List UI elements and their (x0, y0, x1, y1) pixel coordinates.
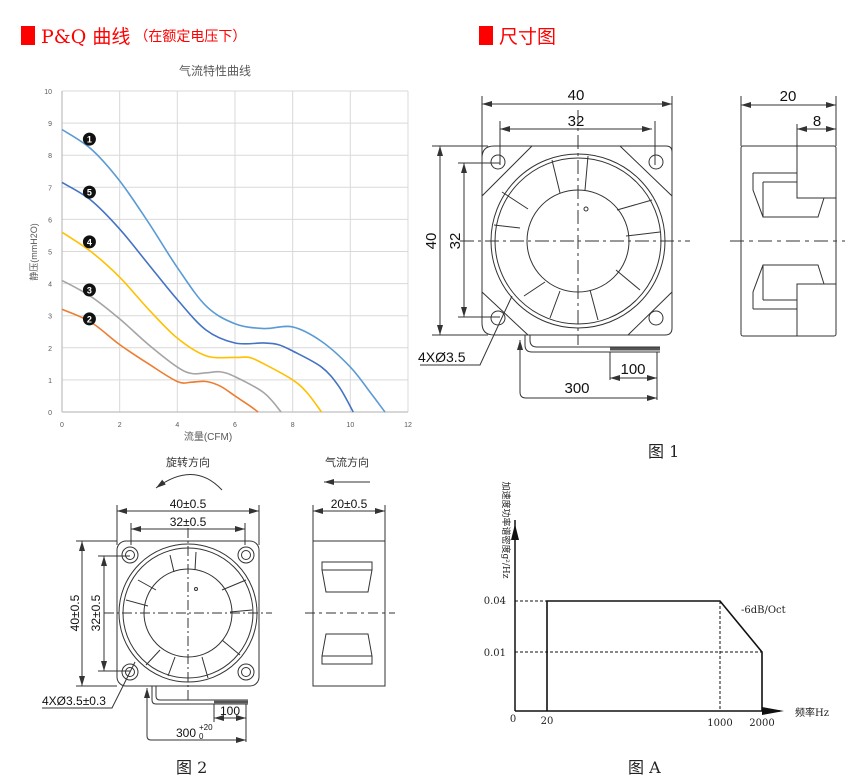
dim-holes: 4XØ3.5 (418, 349, 466, 365)
x-tick-label: 0 (60, 422, 64, 429)
figure2-caption: 图 2 (176, 758, 208, 777)
pq-section-title: P&Q 曲线 （在额定电压下） (21, 22, 246, 49)
dim-strip-length: 100 (620, 361, 645, 378)
dim-depth: 20±0.5 (331, 497, 368, 511)
dim-height: 40 (423, 233, 440, 250)
mount-hole (490, 310, 506, 326)
dim-hole-spacing: 32±0.5 (170, 515, 207, 529)
x-tick-label: 8 (291, 422, 295, 429)
x-tick-label: 6 (233, 422, 237, 429)
y-tick-label: 9 (48, 121, 52, 128)
series-marker (82, 312, 96, 326)
psd-y-label: 加速度功率谱密度g²/Hz (500, 482, 512, 579)
dim-height: 40±0.5 (68, 594, 82, 631)
series-label: 1 (87, 135, 92, 145)
series-label: 4 (87, 237, 92, 247)
figure2-side-view: 气流方向 20±0.5 (305, 455, 395, 687)
psd-profile-line (546, 600, 763, 711)
series-marker (82, 185, 96, 199)
series-label: 2 (87, 314, 92, 324)
airflow-label: 气流方向 (325, 455, 369, 469)
x-tick: 0 (510, 714, 516, 725)
psd-x-label: 频率Hz (795, 706, 829, 719)
dim-holes: 4XØ3.5±0.3 (42, 694, 106, 708)
y-tick-label: 8 (48, 153, 52, 160)
figure2-front-view: 旋转方向 40±0.5 32±0.5 40±0.5 32±0.5 100 300… (42, 455, 272, 743)
fan-frame (481, 145, 673, 336)
y-tick-label: 3 (48, 314, 52, 321)
x-tick-label: 2 (118, 422, 122, 429)
series-label: 3 (87, 286, 92, 296)
dim-strip-length: 100 (220, 704, 240, 718)
y-tick-label: 1 (48, 378, 52, 385)
rotation-arrow-icon (155, 474, 223, 491)
series-marker (82, 283, 96, 297)
mount-hole (648, 310, 664, 326)
pq-subtitle: （在额定电压下） (134, 28, 247, 45)
y-tick-label: 0 (48, 410, 52, 417)
x-axis-arrow-icon (762, 707, 784, 715)
dim-depth: 20 (780, 88, 797, 105)
y-tick-label: 7 (48, 185, 52, 192)
dim-hole-spacing-v: 32±0.5 (89, 594, 103, 631)
series-line-2 (61, 308, 259, 413)
x-tick: 20 (541, 716, 554, 727)
fan-blades (493, 155, 661, 321)
y-tick-label: 4 (48, 282, 52, 289)
dim-width: 40±0.5 (170, 497, 207, 511)
figure1-side-view: 20 8 (730, 88, 845, 337)
center-lines (460, 110, 690, 345)
series-line-5 (61, 181, 354, 413)
y-tick: 0.01 (484, 648, 506, 659)
series-marker (82, 235, 96, 249)
dim-lead-length: 300 (564, 380, 589, 397)
x-tick: 1000 (707, 718, 732, 729)
slope-annotation: -6dB/Oct (741, 605, 786, 616)
dim-lead-tol-upper: +20 (199, 723, 213, 732)
dim-step: 8 (813, 113, 821, 130)
y-axis-arrow-icon (511, 524, 519, 540)
x-tick-label: 12 (404, 422, 412, 429)
y-tick: 0.04 (484, 596, 506, 607)
series-line-4 (61, 231, 323, 413)
rotation-label: 旋转方向 (166, 455, 210, 469)
dims-section-title: 尺寸图 (479, 22, 556, 49)
figureA-caption: 图 A (628, 758, 661, 777)
y-tick-label: 2 (48, 346, 52, 353)
dim-lead-length: 300 (176, 726, 196, 740)
pq-title: P&Q 曲线 (41, 26, 131, 48)
mount-hole (490, 154, 506, 170)
dim-width: 40 (568, 87, 585, 104)
y-tick-label: 5 (48, 250, 52, 257)
figure1-caption: 图 1 (648, 442, 680, 461)
figure1-front-view: 40 32 40 32 100 300 4XØ3.5 (418, 87, 690, 401)
dim-hole-spacing-v: 32 (447, 233, 464, 250)
chart-title: 气流特性曲线 (179, 63, 251, 78)
psd-chart: 加速度功率谱密度g²/Hz 0.04 0.01 0 20 1000 2000 频… (484, 482, 829, 730)
x-axis-label: 流量(CFM) (184, 430, 232, 443)
series-marker (82, 132, 96, 146)
y-tick-label: 6 (48, 217, 52, 224)
title-marker (479, 26, 493, 45)
mount-hole (648, 154, 664, 170)
chart-grid (61, 90, 409, 413)
title-marker (21, 26, 35, 45)
x-tick: 2000 (749, 718, 774, 729)
series-line-3 (61, 279, 282, 413)
series-label: 5 (87, 188, 92, 198)
x-tick-label: 10 (346, 422, 354, 429)
dims-title: 尺寸图 (499, 26, 557, 48)
dim-lead-tol-lower: 0 (199, 732, 204, 741)
y-tick-label: 10 (44, 89, 52, 96)
y-axis-label: 静压(mmH2O) (28, 223, 39, 281)
series-line-1 (61, 128, 386, 413)
x-tick-label: 4 (175, 422, 179, 429)
chart-series: 1 2 3 4 5 (61, 128, 386, 413)
dim-hole-spacing: 32 (568, 113, 585, 130)
